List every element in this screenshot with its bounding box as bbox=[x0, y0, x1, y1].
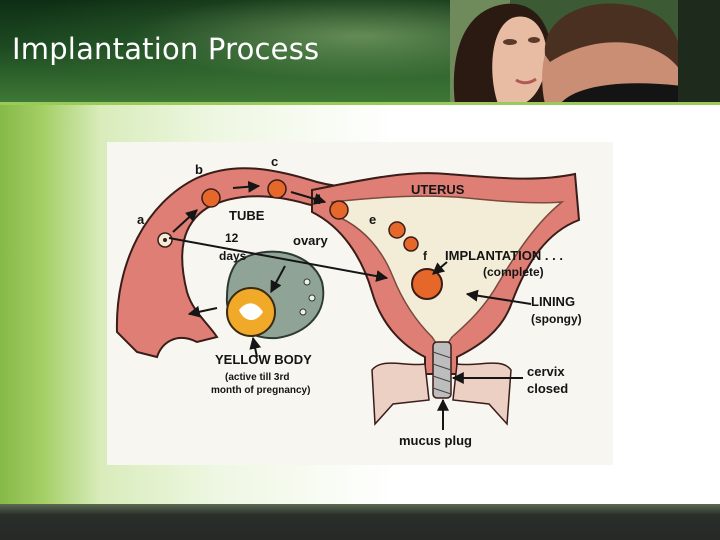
label-yellow-body-note-2: month of pregnancy) bbox=[211, 385, 310, 396]
label-tube: TUBE bbox=[229, 208, 265, 223]
implantation-illustration: a b c d e f UTERUS TUBE 12 days ovary IM… bbox=[107, 142, 613, 465]
stage-c-embryo bbox=[268, 180, 286, 198]
label-c: c bbox=[271, 154, 278, 169]
label-complete: (complete) bbox=[483, 265, 544, 279]
label-lining: LINING bbox=[531, 294, 575, 309]
follicle bbox=[309, 295, 315, 301]
egg-nucleus bbox=[163, 238, 167, 242]
label-e: e bbox=[369, 212, 376, 227]
label-spongy: (spongy) bbox=[531, 312, 582, 326]
stage-b-embryo bbox=[202, 189, 220, 207]
stage-e-embryo bbox=[389, 222, 405, 238]
stage-f-embryo bbox=[404, 237, 418, 251]
label-closed: closed bbox=[527, 381, 568, 396]
implantation-diagram: a b c d e f UTERUS TUBE 12 days ovary IM… bbox=[107, 142, 613, 465]
label-cervix: cervix bbox=[527, 364, 565, 379]
label-mucus-plug: mucus plug bbox=[399, 433, 472, 448]
label-yellow-body-note-1: (active till 3rd bbox=[225, 372, 289, 383]
header-banner: Implantation Process bbox=[0, 0, 720, 104]
label-days: days bbox=[219, 249, 247, 263]
follicle bbox=[300, 309, 306, 315]
follicle bbox=[304, 279, 310, 285]
label-d: d bbox=[313, 192, 321, 207]
stage-d-embryo bbox=[330, 201, 348, 219]
implanted-embryo bbox=[412, 269, 442, 299]
label-implantation: IMPLANTATION . . . bbox=[445, 248, 563, 263]
page-title: Implantation Process bbox=[12, 32, 319, 66]
mucus-plug bbox=[433, 342, 451, 398]
label-ovary: ovary bbox=[293, 233, 328, 248]
label-yellow-body: YELLOW BODY bbox=[215, 352, 312, 367]
header-divider bbox=[0, 102, 720, 105]
label-a: a bbox=[137, 212, 145, 227]
footer-bar bbox=[0, 504, 720, 540]
label-uterus: UTERUS bbox=[411, 182, 465, 197]
label-b: b bbox=[195, 162, 203, 177]
couple-photo bbox=[450, 0, 720, 104]
label-days-number: 12 bbox=[225, 231, 239, 245]
